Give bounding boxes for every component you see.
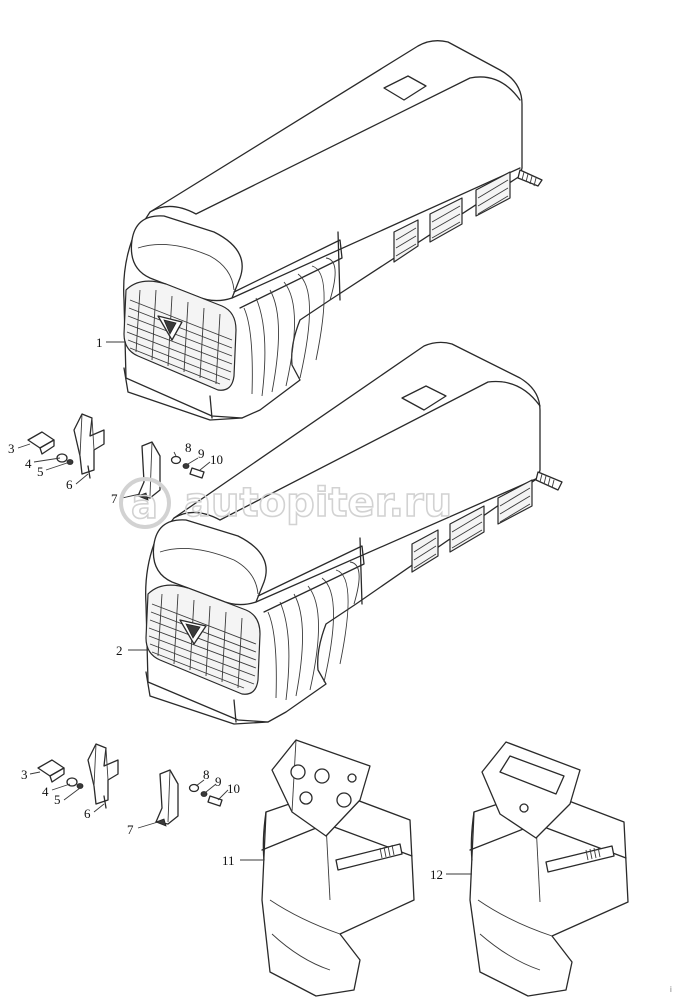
fender-12 — [469, 741, 629, 997]
fender-11 — [261, 739, 415, 997]
callout-4: 4 — [42, 784, 49, 799]
watermark-logo-letter: a — [131, 482, 158, 528]
callout-9: 9 — [215, 774, 222, 789]
callout-1: 1 — [96, 335, 103, 350]
hood-assembly-2 — [145, 341, 563, 725]
callout-8: 8 — [185, 440, 192, 455]
corner-mark: i — [670, 985, 672, 994]
callout-11: 11 — [222, 853, 235, 868]
callout-2: 2 — [116, 643, 123, 658]
callout-5: 5 — [54, 792, 61, 807]
callout-4: 4 — [25, 456, 32, 471]
callout-12: 12 — [430, 867, 443, 882]
callout-3: 3 — [21, 767, 28, 782]
callout-6: 6 — [84, 806, 91, 821]
callout-3: 3 — [8, 441, 15, 456]
hardware-set-lower — [37, 743, 223, 827]
watermark-text: autopiter.ru — [184, 480, 452, 526]
callout-10: 10 — [210, 452, 223, 467]
hood-assembly-1 — [123, 40, 543, 421]
callout-6: 6 — [66, 477, 73, 492]
callout-labels: 1 2 3 4 5 6 7 8 9 10 3 4 5 6 7 8 9 10 11… — [8, 335, 443, 882]
hardware-set-upper — [27, 413, 205, 501]
callout-8: 8 — [203, 767, 210, 782]
callout-9: 9 — [198, 446, 205, 461]
watermark: a autopiter.ru — [119, 477, 453, 529]
side-vents-1 — [393, 171, 511, 263]
callout-7: 7 — [111, 491, 118, 506]
watermark-logo-ring — [119, 477, 171, 529]
side-vents-2 — [411, 479, 533, 573]
callout-10: 10 — [227, 781, 240, 796]
callout-7: 7 — [127, 822, 134, 837]
callout-5: 5 — [37, 464, 44, 479]
leader-lines — [17, 341, 472, 875]
